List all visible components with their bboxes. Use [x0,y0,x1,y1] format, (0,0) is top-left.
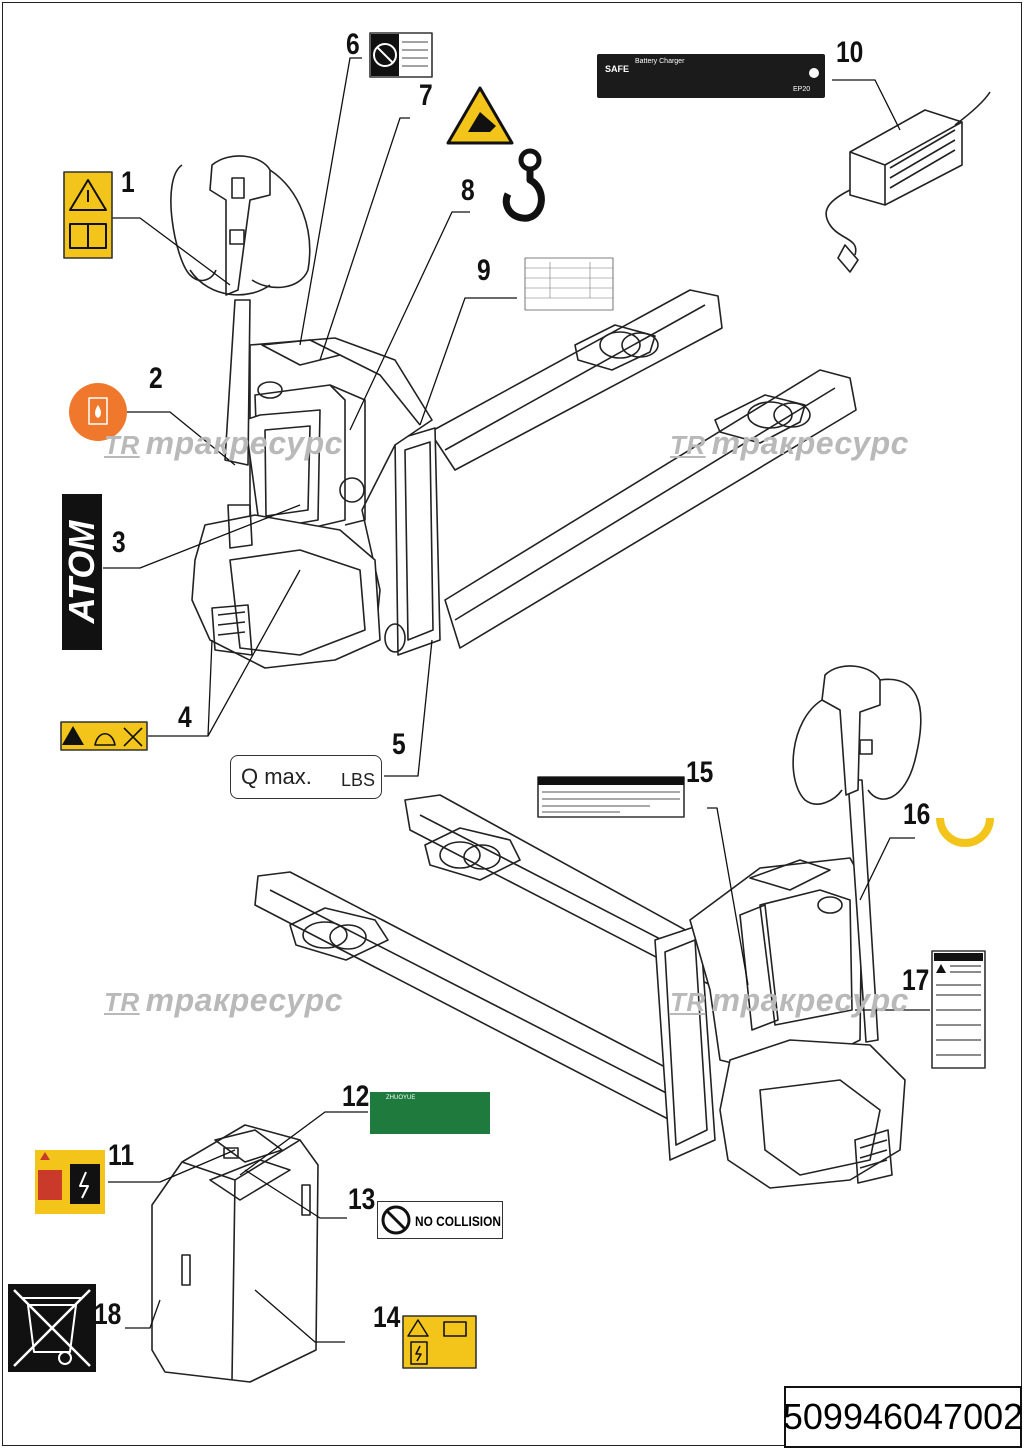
no-collision-icon [381,1205,411,1235]
watermark-logo: TR [104,987,140,1017]
electrical-warning-label-icon [537,776,685,818]
callout-2: 2 [149,362,163,395]
callout-17: 17 [902,964,930,997]
atom-label: ATOM [61,494,102,650]
charger-led-icon [809,68,819,78]
callout-3: 3 [112,526,126,559]
watermark-text: тракресурс [711,425,909,461]
battery-charger [825,91,991,273]
battery-rating-plate: ZHUOYUE [370,1092,490,1134]
callout-18: 18 [94,1298,122,1331]
watermark-text: тракресурс [145,982,343,1018]
callout-7: 7 [419,79,433,112]
weee-bin-icon [8,1284,96,1372]
no-collision-text: NO COLLISION [415,1213,501,1229]
callout-16: 16 [903,798,931,831]
no-riding-label-icon [369,32,433,78]
charger-title: Battery Charger [635,58,685,65]
callout-12: 12 [342,1080,370,1113]
oil-level-icon [69,383,127,441]
callout-1: 1 [121,166,135,199]
callout-15: 15 [686,756,714,789]
battery-pack [151,1124,319,1383]
callout-4: 4 [178,701,192,734]
watermark-logo: TR [670,430,706,460]
lifting-hook-icon [502,148,545,222]
callout-9: 9 [477,254,491,287]
callout-5: 5 [392,728,406,761]
battery-handling-label-icon [35,1150,105,1214]
charger-rating-plate: SAFE Battery Charger EP20 [597,54,825,98]
upper-truck [170,155,857,669]
warning-strip-icon [60,721,148,751]
safety-instructions-label-icon [931,950,986,1069]
spec-plate-icon [524,257,614,311]
battery-brand: ZHUOYUE [386,1095,416,1101]
callout-10: 10 [836,36,864,69]
warning-manual-label-icon [63,171,113,259]
crush-hazard-icon [446,86,514,145]
yellow-arc-icon [936,817,994,847]
callout-13: 13 [348,1183,376,1216]
watermark-logo: TR [104,430,140,460]
callout-14: 14 [373,1301,401,1334]
watermark-text: тракресурс [145,425,343,461]
qmax-text: Q max. [241,764,312,789]
leader-lines [103,57,930,1343]
lower-truck [254,665,922,1189]
callout-11: 11 [108,1139,135,1172]
charger-brand: SAFE [605,64,630,74]
callout-6: 6 [346,28,360,61]
qmax-label: Q max. LBS [230,755,382,799]
document-number: 509946047002 [782,1396,1024,1437]
charge-warning-label-icon [402,1315,477,1369]
watermark-text: тракресурс [711,982,909,1018]
document-number-box: 509946047002 [782,1386,1024,1448]
callout-8: 8 [461,174,475,207]
qmax-unit: LBS [341,770,376,790]
atom-text: ATOM [61,520,102,624]
no-collision-label: NO COLLISION [377,1201,503,1239]
watermark-logo: TR [670,987,706,1017]
charger-model: EP20 [793,86,811,93]
